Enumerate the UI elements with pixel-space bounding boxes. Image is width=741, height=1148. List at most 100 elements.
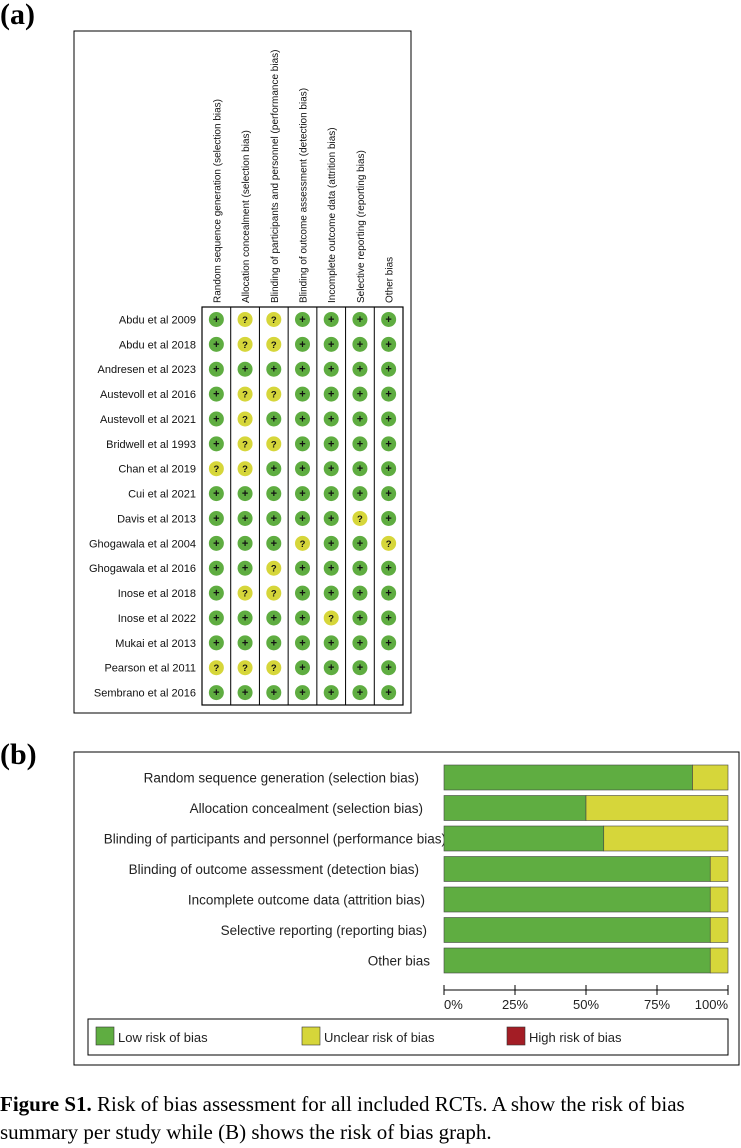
rating-low-symbol: + bbox=[213, 314, 219, 326]
rating-low-symbol: + bbox=[213, 413, 219, 425]
rating-low-marker bbox=[295, 461, 310, 477]
rating-unclear-marker bbox=[237, 436, 253, 452]
rating-low-symbol: + bbox=[328, 662, 334, 674]
bar-segment bbox=[443, 917, 711, 943]
rating-unclear-marker bbox=[266, 436, 282, 452]
caption-label: Figure S1. bbox=[0, 1092, 92, 1116]
rating-low-marker bbox=[323, 386, 339, 402]
rating-low-marker bbox=[208, 535, 224, 551]
rating-low-marker bbox=[381, 560, 397, 576]
rating-low-symbol: + bbox=[299, 563, 305, 575]
rating-low-marker bbox=[381, 336, 397, 352]
legend-swatch-low bbox=[95, 1026, 115, 1046]
rating-unclear-symbol: ? bbox=[271, 315, 277, 326]
rating-unclear-symbol: ? bbox=[213, 464, 219, 475]
rating-low-marker bbox=[381, 610, 397, 626]
rating-low-marker bbox=[208, 486, 224, 502]
panel-a-label: (a) bbox=[0, 0, 35, 31]
rating-low-marker bbox=[323, 685, 339, 701]
rating-low-symbol: + bbox=[213, 339, 219, 351]
rating-low-symbol: + bbox=[328, 413, 334, 425]
rating-low-marker bbox=[352, 311, 368, 327]
study-label: Andresen et al 2023 bbox=[98, 364, 196, 376]
rating-low-marker bbox=[266, 411, 282, 427]
rating-low-marker bbox=[237, 635, 253, 651]
x-tick-label: 75% bbox=[644, 997, 670, 1012]
rating-low-symbol: + bbox=[328, 314, 334, 326]
rating-low-marker bbox=[295, 610, 310, 626]
rating-low-marker bbox=[381, 411, 397, 427]
rating-low-marker bbox=[295, 486, 310, 502]
study-label: Cui et al 2021 bbox=[128, 489, 196, 501]
domain-column-label: Blinding of outcome assessment (detectio… bbox=[299, 88, 310, 303]
study-label: Ghogawala et al 2004 bbox=[89, 538, 196, 550]
rating-low-symbol: + bbox=[357, 413, 363, 425]
rating-unclear-symbol: ? bbox=[242, 340, 248, 351]
rating-low-symbol: + bbox=[213, 488, 219, 500]
rating-low-marker bbox=[381, 461, 397, 477]
rating-low-marker bbox=[208, 585, 224, 601]
rating-low-symbol: + bbox=[213, 563, 219, 575]
rating-low-marker bbox=[295, 685, 310, 701]
bar-segment bbox=[603, 825, 729, 852]
rating-low-marker bbox=[352, 386, 368, 402]
rating-unclear-marker bbox=[237, 660, 253, 676]
rating-low-marker bbox=[208, 510, 224, 526]
rating-low-symbol: + bbox=[385, 438, 391, 450]
legend-label-high: High risk of bias bbox=[529, 1030, 622, 1045]
rating-low-marker bbox=[266, 685, 282, 701]
rating-unclear-symbol: ? bbox=[271, 390, 277, 401]
graph-frame bbox=[73, 751, 740, 1066]
rating-low-symbol: + bbox=[328, 637, 334, 649]
legend-label-low: Low risk of bias bbox=[118, 1030, 208, 1045]
rating-low-marker bbox=[381, 660, 397, 676]
rating-low-marker bbox=[295, 386, 310, 402]
rating-low-symbol: + bbox=[385, 364, 391, 376]
rating-low-marker bbox=[237, 685, 253, 701]
rating-unclear-symbol: ? bbox=[213, 663, 219, 674]
study-label: Davis et al 2013 bbox=[117, 513, 196, 525]
rating-low-marker bbox=[352, 436, 368, 452]
rating-low-marker bbox=[323, 660, 339, 676]
rating-low-symbol: + bbox=[328, 538, 334, 550]
rating-low-symbol: + bbox=[271, 364, 277, 376]
rating-low-symbol: + bbox=[299, 612, 305, 624]
rating-low-symbol: + bbox=[385, 488, 391, 500]
rating-low-symbol: + bbox=[271, 637, 277, 649]
rating-unclear-symbol: ? bbox=[242, 589, 248, 600]
study-label: Inose et al 2022 bbox=[118, 613, 196, 625]
rating-unclear-symbol: ? bbox=[242, 439, 248, 450]
rating-low-symbol: + bbox=[299, 662, 305, 674]
bar-segment bbox=[585, 795, 729, 821]
rating-low-marker bbox=[208, 311, 224, 327]
rating-low-marker bbox=[352, 585, 368, 601]
rating-low-symbol: + bbox=[271, 513, 277, 525]
rating-low-marker bbox=[352, 560, 368, 576]
rating-low-symbol: + bbox=[213, 364, 219, 376]
rating-low-marker bbox=[323, 510, 339, 526]
rating-unclear-marker bbox=[266, 311, 282, 327]
rating-low-symbol: + bbox=[299, 513, 305, 525]
rating-low-marker bbox=[381, 386, 397, 402]
rating-low-symbol: + bbox=[242, 364, 248, 376]
rating-low-symbol: + bbox=[299, 438, 305, 450]
rating-low-symbol: + bbox=[328, 488, 334, 500]
bar-segment bbox=[709, 917, 729, 943]
rating-low-marker bbox=[323, 411, 339, 427]
rating-low-symbol: + bbox=[357, 339, 363, 351]
domain-column-label: Incomplete outcome data (attrition bias) bbox=[327, 127, 338, 303]
rating-low-symbol: + bbox=[357, 389, 363, 401]
rating-low-symbol: + bbox=[213, 389, 219, 401]
rating-unclear-marker bbox=[266, 660, 282, 676]
rating-low-marker bbox=[295, 560, 310, 576]
rating-low-symbol: + bbox=[385, 662, 391, 674]
rating-low-marker bbox=[295, 635, 310, 651]
rating-unclear-symbol: ? bbox=[328, 613, 334, 624]
rating-unclear-marker bbox=[237, 311, 253, 327]
figure-caption: Figure S1. Risk of bias assessment for a… bbox=[0, 1090, 741, 1146]
rating-low-symbol: + bbox=[328, 364, 334, 376]
rating-unclear-symbol: ? bbox=[271, 439, 277, 450]
rating-low-symbol: + bbox=[299, 687, 305, 699]
bar-category-label: Blinding of participants and personnel (… bbox=[104, 832, 446, 847]
rating-low-symbol: + bbox=[357, 687, 363, 699]
